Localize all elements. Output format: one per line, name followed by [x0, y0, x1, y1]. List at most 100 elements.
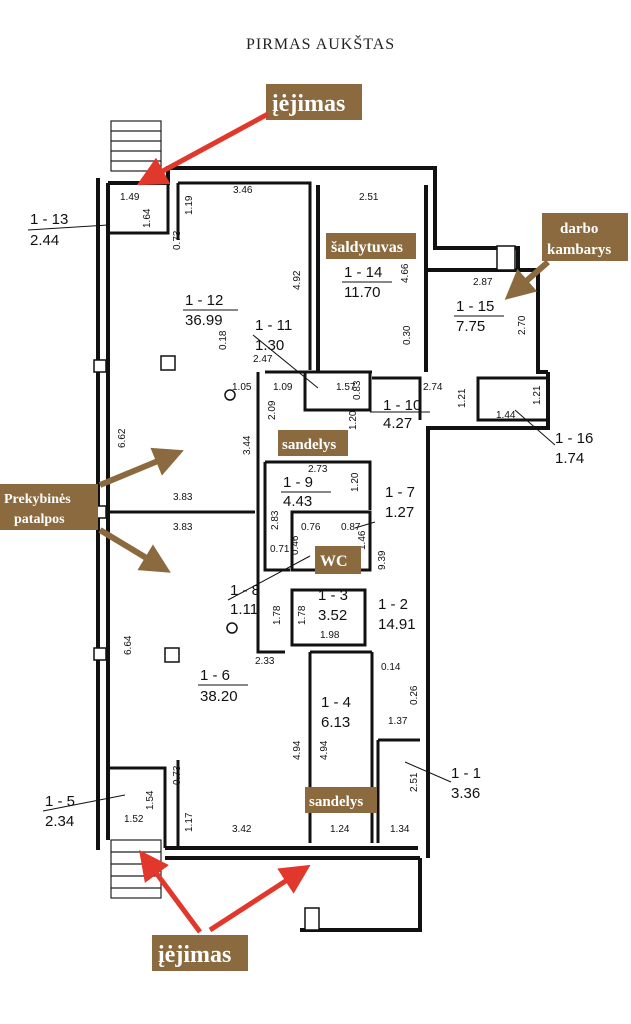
- dimension: 1.24: [330, 824, 350, 835]
- room-area: 1.27: [385, 504, 414, 521]
- svg-text:WC: WC: [320, 553, 348, 570]
- tag-entrance-bottom: įėjimas: [152, 935, 248, 971]
- svg-text:šaldytuvas: šaldytuvas: [331, 239, 403, 256]
- dimension: 0.71: [270, 544, 290, 555]
- dimension: 3.83: [173, 522, 193, 533]
- dimension: 1.54: [145, 790, 156, 810]
- room-area: 7.75: [456, 318, 485, 335]
- svg-text:darbo: darbo: [560, 221, 598, 237]
- dimension: 0.18: [218, 330, 229, 350]
- room-area: 38.20: [200, 688, 238, 705]
- dimension: 2.73: [308, 464, 328, 475]
- dimension: 1.20: [350, 472, 361, 492]
- dimension: 0.73: [172, 230, 183, 250]
- room-area: 3.36: [451, 785, 480, 802]
- dimension: 1.49: [120, 192, 140, 203]
- dimension: 2.74: [423, 382, 443, 393]
- dimension: 0.87: [341, 522, 361, 533]
- dimension: 1.09: [273, 382, 293, 393]
- tag-saldytuvas: šaldytuvas: [326, 233, 416, 259]
- room-area: 3.52: [318, 607, 347, 624]
- dimension: 0.46: [290, 535, 301, 555]
- dimension: 2.33: [255, 656, 275, 667]
- dimension: 9.39: [377, 550, 388, 570]
- dimension: 2.47: [253, 354, 273, 365]
- dimension: 4.92: [292, 270, 303, 290]
- entrance-arrow-bottom-left: [139, 849, 203, 934]
- dimension: 1.78: [272, 605, 283, 625]
- dimension: 0.73: [172, 765, 183, 785]
- brown-arrow-darbo: [504, 259, 550, 300]
- dimension: 1.34: [390, 824, 410, 835]
- dimension: 1.05: [232, 382, 252, 393]
- room-area: 1.74: [555, 450, 584, 467]
- room-labels: 1 - 13 2.44 1 - 12 36.99 1 - 11 1.30 1 -…: [27, 211, 593, 830]
- tag-wc: WC: [315, 546, 361, 574]
- room-id: 1 - 14: [344, 264, 382, 281]
- tag-entrance-top: įėjimas: [266, 84, 362, 120]
- brown-arrow-shop-up: [98, 447, 184, 488]
- dimension: 4.94: [292, 740, 303, 760]
- interior-walls: [108, 181, 550, 848]
- room-id: 1 - 11: [255, 317, 292, 334]
- plan-title: PIRMAS AUKŠTAS: [246, 34, 395, 53]
- svg-text:įėjimas: įėjimas: [158, 942, 231, 968]
- dimension: 1.57: [336, 382, 356, 393]
- svg-text:sandelys: sandelys: [309, 794, 363, 810]
- dimension: 2.87: [473, 277, 493, 288]
- dimension-labels: 1.49 1.64 0.73 1.19 3.46 2.51 4.92 4.66 …: [117, 185, 543, 835]
- svg-text:įėjimas: įėjimas: [272, 91, 345, 117]
- dimension: 6.62: [117, 428, 128, 448]
- room-area: 1.30: [255, 337, 284, 354]
- dimension: 3.83: [173, 492, 193, 503]
- room-area: 2.44: [30, 232, 59, 249]
- room-area: 11.70: [344, 284, 380, 301]
- room-area: 14.91: [378, 616, 416, 633]
- dimension: 2.83: [270, 510, 281, 530]
- room-area: 4.27: [383, 415, 412, 432]
- dimension: 2.51: [359, 192, 379, 203]
- dimension: 1.64: [142, 208, 153, 228]
- dimension: 1.78: [297, 605, 308, 625]
- dimension: 1.37: [388, 716, 408, 727]
- dimension: 2.51: [409, 772, 420, 792]
- room-id: 1 - 1: [451, 765, 481, 782]
- dimension: 2.70: [517, 315, 528, 335]
- dimension: 1.52: [124, 814, 144, 825]
- room-id: 1 - 4: [321, 694, 351, 711]
- dimension: 1.44: [496, 410, 516, 421]
- room-id: 1 - 9: [283, 474, 313, 491]
- entrance-arrow-top: [136, 111, 270, 186]
- columns: [160, 245, 516, 931]
- dimension: 1.21: [457, 388, 468, 408]
- room-area: 1.11: [230, 601, 258, 618]
- room-area: 6.13: [321, 714, 350, 731]
- room-area: 4.43: [283, 493, 312, 510]
- entrance-steps-top: [110, 120, 162, 172]
- room-id: 1 - 6: [200, 667, 230, 684]
- room-id: 1 - 12: [185, 292, 223, 309]
- dimension: 0.83: [352, 380, 363, 400]
- dimension: 3.46: [233, 185, 253, 196]
- svg-text:sandelys: sandelys: [282, 437, 336, 453]
- room-id: 1 - 2: [378, 596, 408, 613]
- tag-sandelys-mid: sandelys: [278, 430, 348, 456]
- dimension: 2.09: [267, 400, 278, 420]
- dimension: 1.17: [184, 812, 195, 832]
- dimension: 0.76: [301, 522, 321, 533]
- tag-darbo-kambarys: darbo kambarys: [542, 213, 628, 261]
- brown-arrow-shop-down: [98, 527, 171, 573]
- room-id: 1 - 16: [555, 430, 593, 447]
- dimension: 1.20: [348, 410, 359, 430]
- room-id: 1 - 7: [385, 484, 415, 501]
- dimension: 1.98: [320, 630, 340, 641]
- tag-sandelys-bottom: sandelys: [305, 787, 377, 813]
- dimension: 0.14: [381, 662, 401, 673]
- tag-prekybines-patalpos: Prekybinės patalpos: [0, 484, 98, 530]
- room-area: 36.99: [185, 312, 223, 329]
- dimension: 3.44: [242, 435, 253, 455]
- dimension: 1.19: [184, 195, 195, 215]
- dimension: 1.46: [357, 530, 368, 550]
- dimension: 6.64: [123, 635, 134, 655]
